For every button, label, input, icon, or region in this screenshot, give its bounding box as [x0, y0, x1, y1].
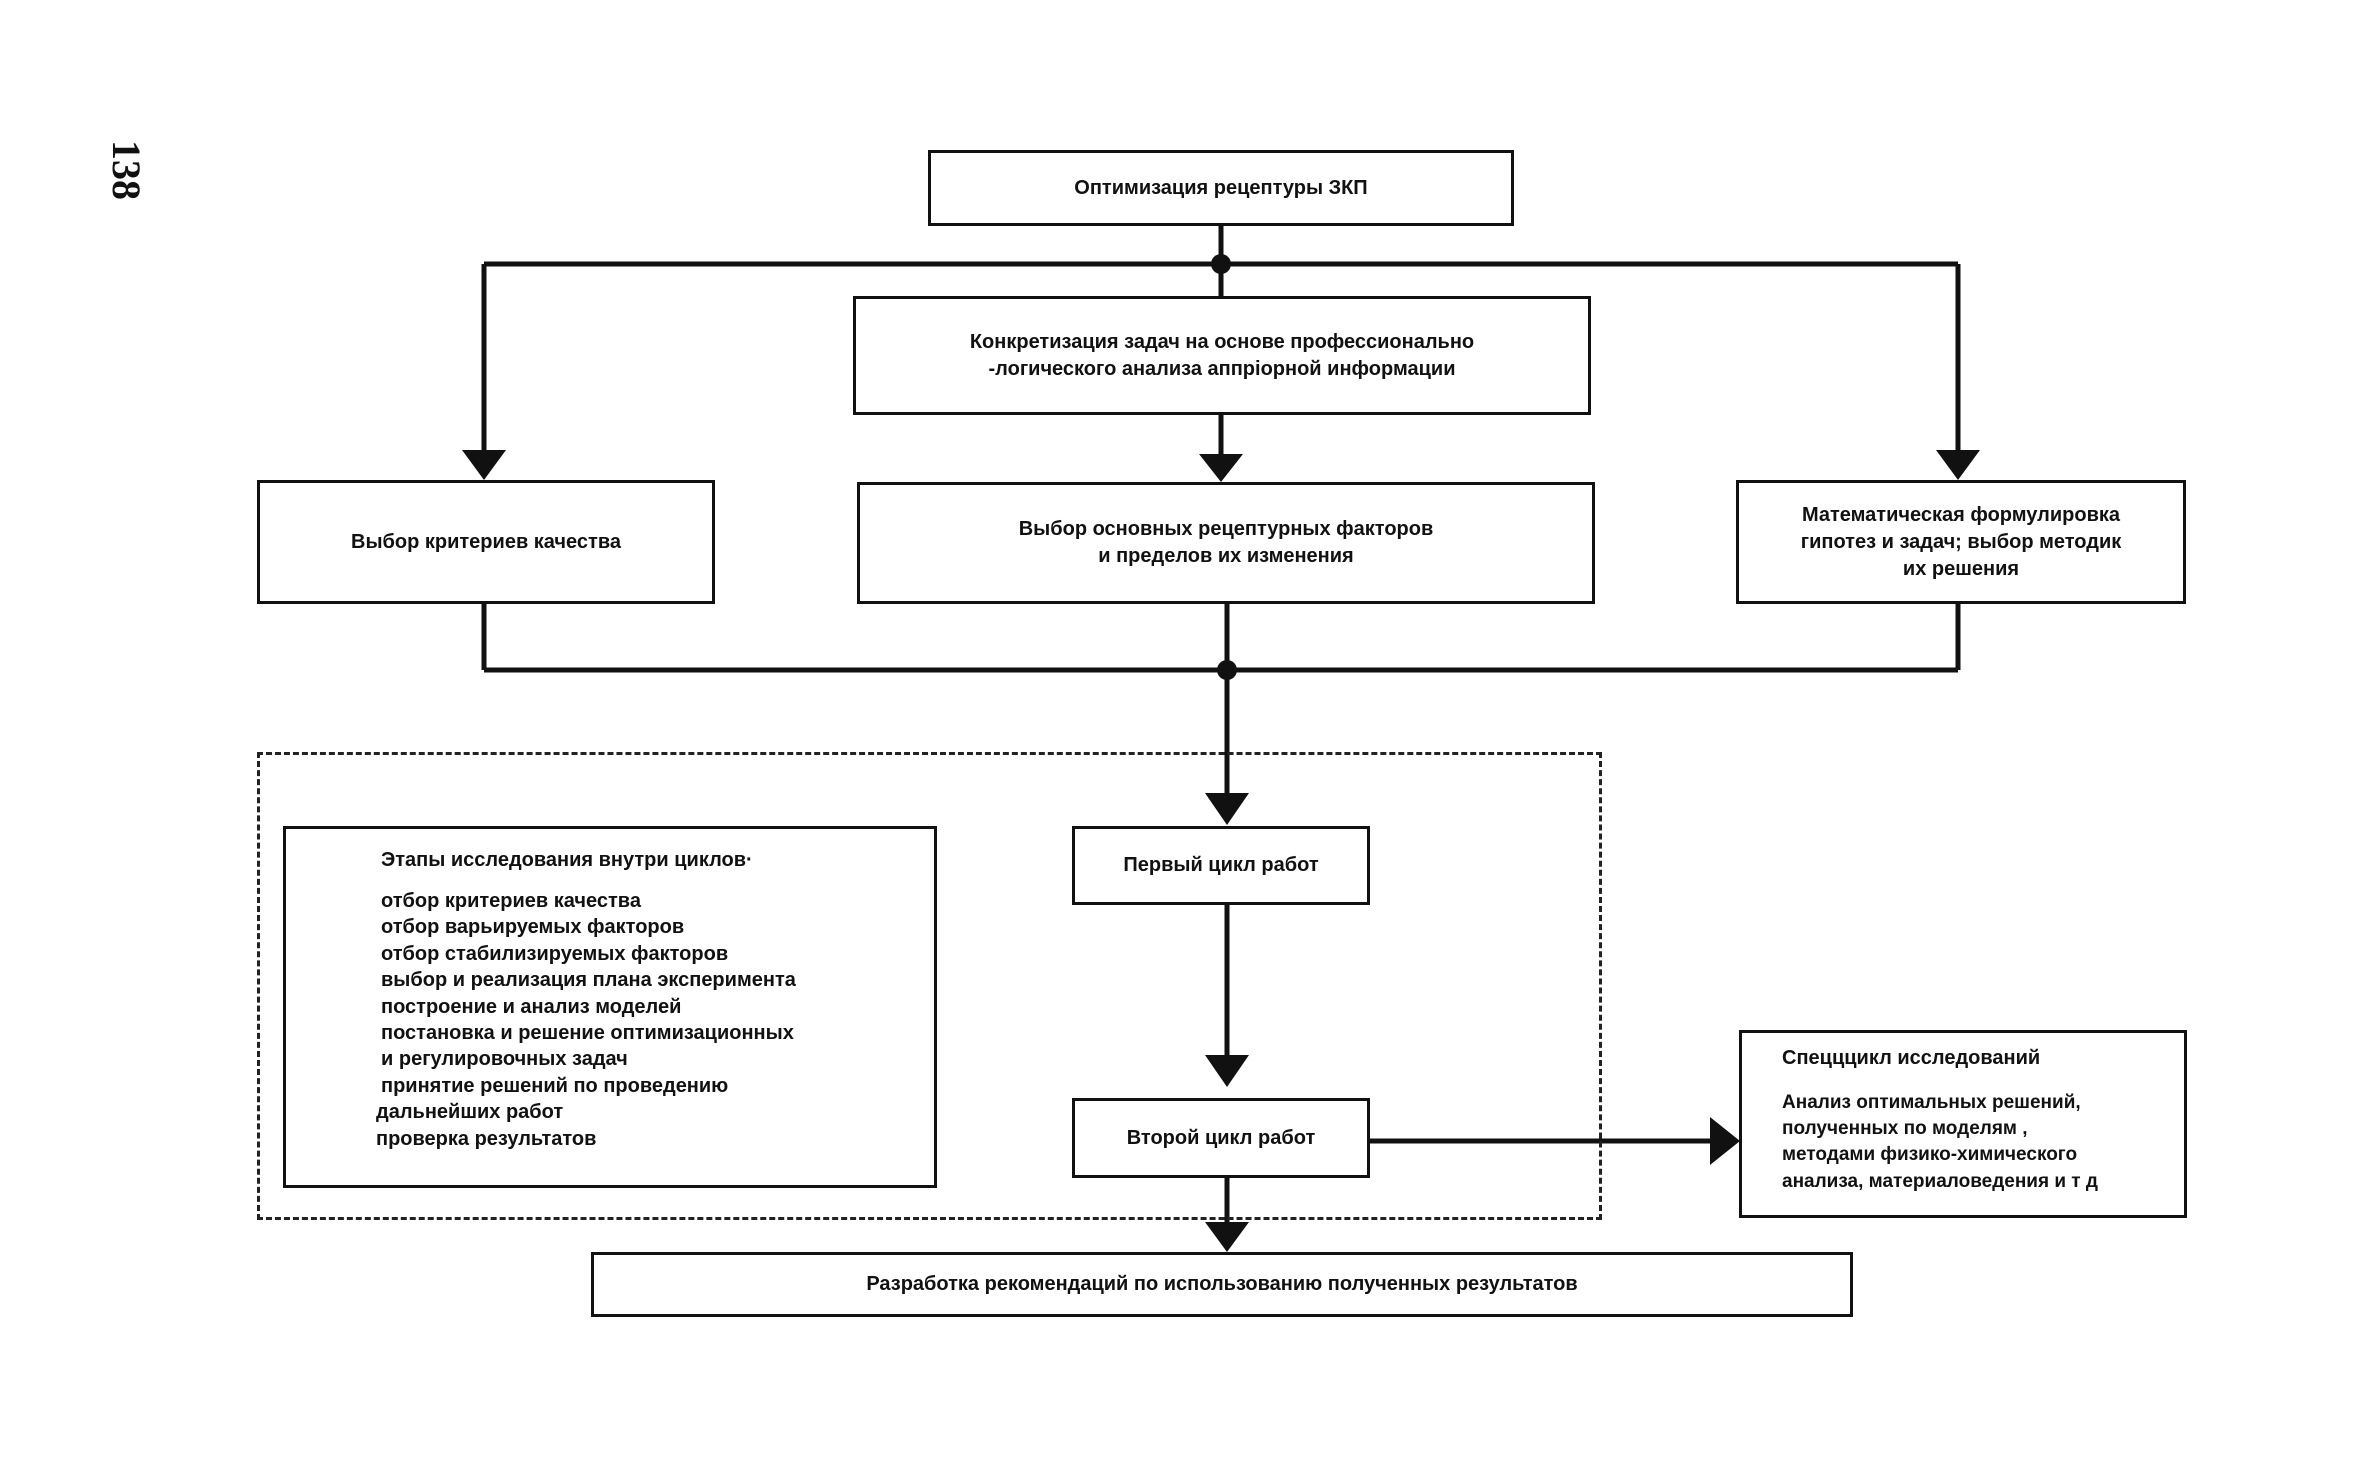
stages-item: отбор стабилизируемых факторов: [381, 942, 729, 965]
box-optimization-label: Оптимизация рецептуры ЗКП: [1074, 176, 1368, 199]
box-cycle-2: Второй цикл работ: [1072, 1098, 1370, 1178]
stages-item: отбор варьируемых факторов: [381, 916, 685, 939]
stages-item: дальнейших работ: [376, 1101, 564, 1124]
box-concretization: Конкретизация задач на основе профессион…: [853, 296, 1591, 415]
arrow-to-cycle2: [1205, 1055, 1249, 1087]
junction-bottom: [1217, 660, 1237, 680]
special-line: полученных по моделям ,: [1782, 1118, 2028, 1140]
special-line: методами физико-химического: [1782, 1144, 2078, 1166]
special-line: Анализ оптимальных решений,: [1782, 1092, 2081, 1113]
box-concretization-line-2: -логического анализа аппріорной информац…: [988, 357, 1456, 380]
arrow-to-criteria: [462, 450, 506, 480]
box-math-line-2: гипотез и задач; выбор методик: [1800, 530, 2122, 553]
box-factors-line-1: Выбор основных рецептурных факторов: [1018, 518, 1434, 540]
special-title: Спецццикл исследований: [1782, 1047, 2041, 1069]
box-special-cycle: Спецццикл исследований Анализ оптимальны…: [1739, 1030, 2187, 1218]
arrow-to-cycle1: [1205, 793, 1249, 825]
box-factors-line-2: и пределов их изменения: [1098, 545, 1354, 567]
box-cycle-1: Первый цикл работ: [1072, 826, 1370, 905]
box-math-line-3: их решения: [1902, 557, 2020, 580]
page-number: 138: [104, 140, 149, 200]
arrow-to-factors: [1199, 454, 1243, 482]
stages-content: Этапы исследования внутри циклов· отбор …: [286, 829, 934, 1152]
arrow-to-special: [1710, 1117, 1740, 1165]
box-stages: Этапы исследования внутри циклов· отбор …: [283, 826, 937, 1188]
stages-item: и регулировочных задач: [381, 1048, 628, 1071]
stages-item: построение и анализ моделей: [381, 995, 682, 1018]
box-math-line-1: Математическая формулировка: [1801, 503, 2121, 526]
box-cycle-1-label: Первый цикл работ: [1123, 854, 1319, 876]
stages-item: выбор и реализация плана эксперимента: [381, 969, 796, 992]
box-criteria: Выбор критериев качества: [257, 480, 715, 604]
box-recommendations: Разработка рекомендаций по использованию…: [591, 1252, 1853, 1317]
junction-top: [1211, 254, 1231, 274]
stages-item: постановка и решение оптимизационных: [381, 1021, 794, 1044]
stages-item: отбор критериев качества: [381, 890, 641, 912]
stages-title: Этапы исследования внутри циклов·: [381, 849, 753, 871]
cycles-dashed-frame: [257, 752, 1602, 1220]
box-optimization: Оптимизация рецептуры ЗКП: [928, 150, 1514, 226]
box-concretization-line-1: Конкретизация задач на основе профессион…: [969, 330, 1475, 353]
box-recommendations-label: Разработка рекомендаций по использованию…: [866, 1273, 1578, 1295]
stages-item: принятие решений по проведению: [381, 1074, 729, 1097]
box-criteria-label: Выбор критериев качества: [351, 530, 621, 553]
arrow-to-math: [1936, 450, 1980, 480]
stages-item: проверка результатов: [376, 1127, 597, 1150]
box-cycle-2-label: Второй цикл работ: [1126, 1126, 1316, 1149]
box-math: Математическая формулировка гипотез и за…: [1736, 480, 2186, 604]
arrow-to-bottom: [1205, 1222, 1249, 1252]
box-factors: Выбор основных рецептурных факторов и пр…: [857, 482, 1595, 604]
special-content: Спецццикл исследований Анализ оптимальны…: [1742, 1033, 2184, 1195]
special-line: анализа, материаловедения и т д: [1782, 1170, 2098, 1192]
